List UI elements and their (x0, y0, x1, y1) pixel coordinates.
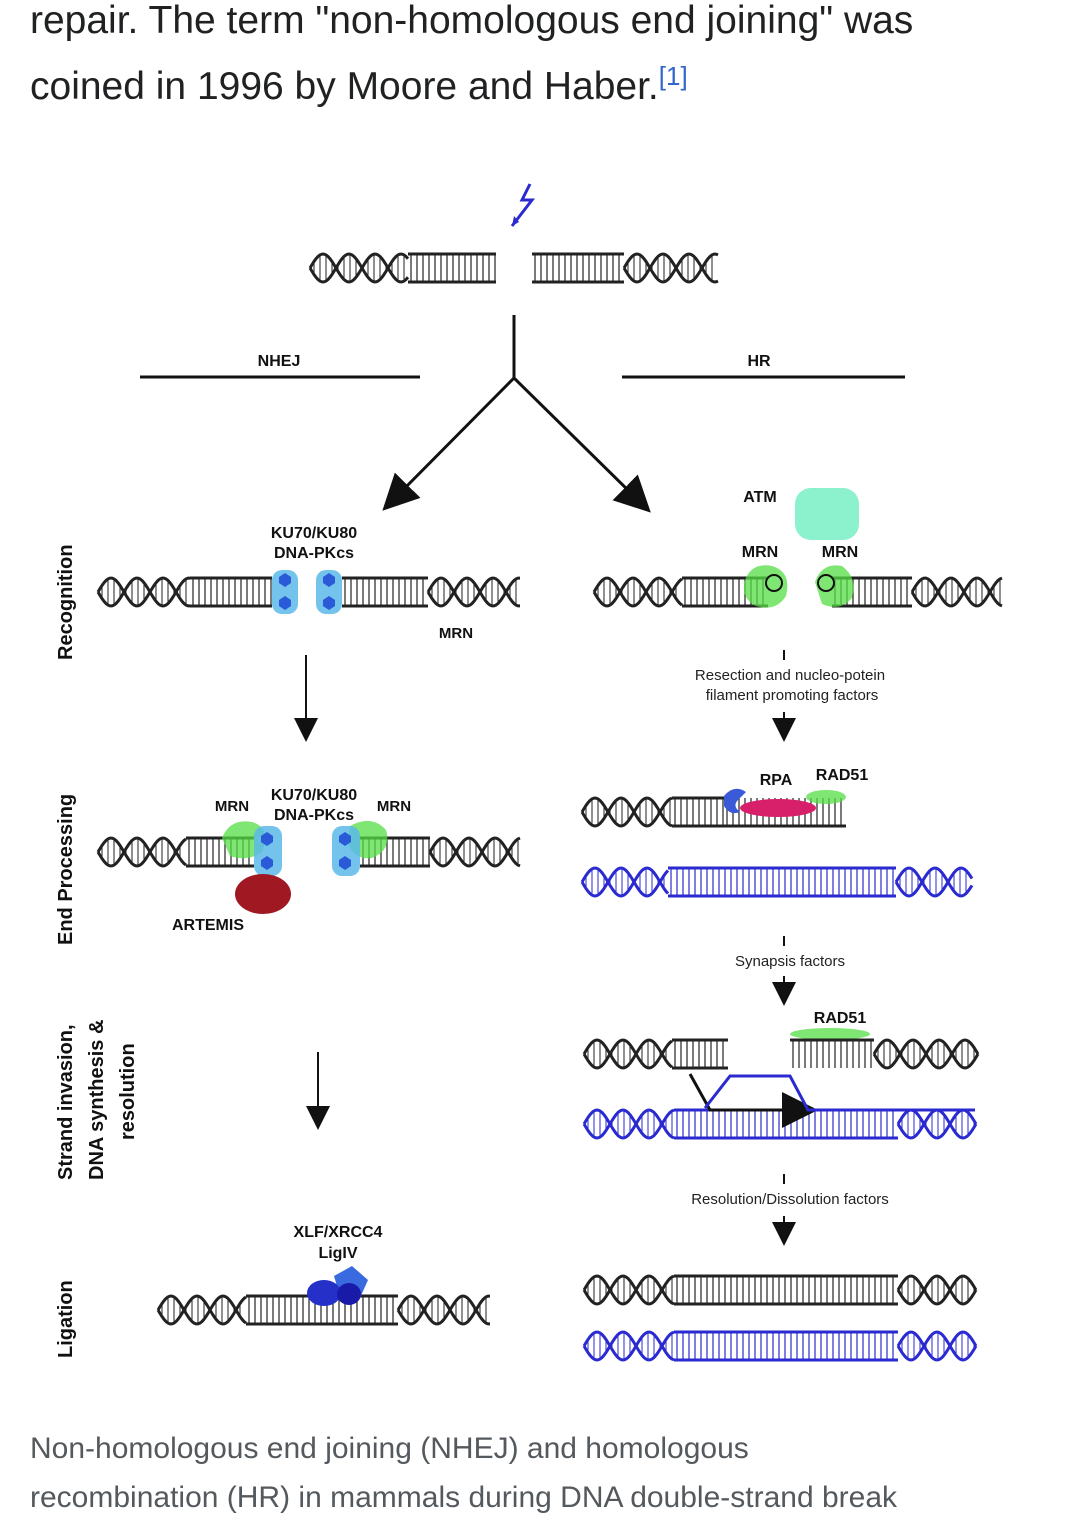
row-label-strand-invasion-1: Strand invasion, (55, 1024, 77, 1180)
ku-label-3: KU70/KU80 (271, 787, 357, 804)
rpa-rad51-proteins (724, 788, 846, 817)
ku-label-2: DNA-PKcs (274, 545, 354, 562)
atm-label: ATM (743, 489, 776, 506)
atm-protein (795, 488, 859, 540)
nhej-recognition-dna (96, 576, 520, 608)
row-label-recognition: Recognition (55, 544, 77, 660)
rpa-label: RPA (760, 772, 793, 789)
nhej-end-processing-dna (96, 836, 521, 868)
hr-resolved-dna-black (582, 1274, 978, 1306)
hr-mrn-label-2: MRN (822, 544, 858, 561)
d-loop (688, 1073, 975, 1128)
mrn-label-recognition: MRN (439, 625, 473, 642)
caption-line-1: Non-homologous end joining (NHEJ) and ho… (30, 1432, 749, 1465)
rad51-label-2: RAD51 (814, 1010, 867, 1027)
figure-caption: Non-homologous end joining (NHEJ) and ho… (30, 1424, 1040, 1522)
hr-mrn-proteins (743, 565, 854, 608)
hr-label: HR (747, 353, 771, 370)
intro-line-1: repair. The term "non-homologous end joi… (30, 0, 914, 42)
hr-strand-invasion-dna (582, 1038, 980, 1140)
nhej-hr-diagram: NHEJ HR Recognition End Processing Stran… (55, 183, 1003, 1362)
row-label-strand-invasion-2: DNA synthesis & (86, 1020, 108, 1180)
row-label-strand-invasion-3: resolution (117, 1043, 139, 1140)
resolution-label: Resolution/Dissolution factors (691, 1191, 889, 1208)
rad51-filament (790, 1028, 870, 1040)
hr-recognition-dna (592, 576, 1003, 608)
row-label-end-processing: End Processing (55, 794, 77, 945)
hr-resolved-dna-blue (582, 1330, 978, 1362)
ku-label-1: KU70/KU80 (271, 525, 357, 542)
row-label-ligation: Ligation (55, 1280, 77, 1358)
hr-mrn-label-1: MRN (742, 544, 778, 561)
mrn-label-right: MRN (377, 798, 411, 815)
intro-line-2: coined in 1996 by Moore and Haber.[1] (30, 54, 1040, 120)
hr-template-dna-1 (580, 866, 974, 898)
ku-label-4: DNA-PKcs (274, 807, 354, 824)
ku-protein-complex (272, 570, 342, 614)
nhej-ligation-dna (156, 1294, 490, 1326)
citation-link[interactable]: [1] (658, 61, 688, 91)
intro-line-2-text: coined in 1996 by Moore and Haber. (30, 65, 659, 108)
xlf-label-1: XLF/XRCC4 (294, 1224, 383, 1241)
rad51-label: RAD51 (816, 767, 869, 784)
pathway-branch-lines (140, 315, 905, 513)
resection-label-1: Resection and nucleo-potein (695, 667, 885, 684)
intro-paragraph: repair. The term "non-homologous end joi… (30, 0, 1040, 120)
artemis-label: ARTEMIS (172, 917, 244, 934)
mrn-label-left: MRN (215, 798, 249, 815)
ligase-complex (307, 1266, 368, 1306)
synapsis-label: Synapsis factors (735, 953, 845, 970)
top-broken-dna (308, 252, 719, 284)
lightning-bolt-icon (510, 183, 536, 227)
resection-label-2: filament promoting factors (706, 687, 879, 704)
end-processing-proteins (222, 820, 388, 914)
caption-line-2: recombination (HR) in mammals during DNA… (30, 1481, 898, 1514)
xlf-label-2: LigIV (318, 1245, 357, 1262)
nhej-label: NHEJ (258, 353, 301, 370)
